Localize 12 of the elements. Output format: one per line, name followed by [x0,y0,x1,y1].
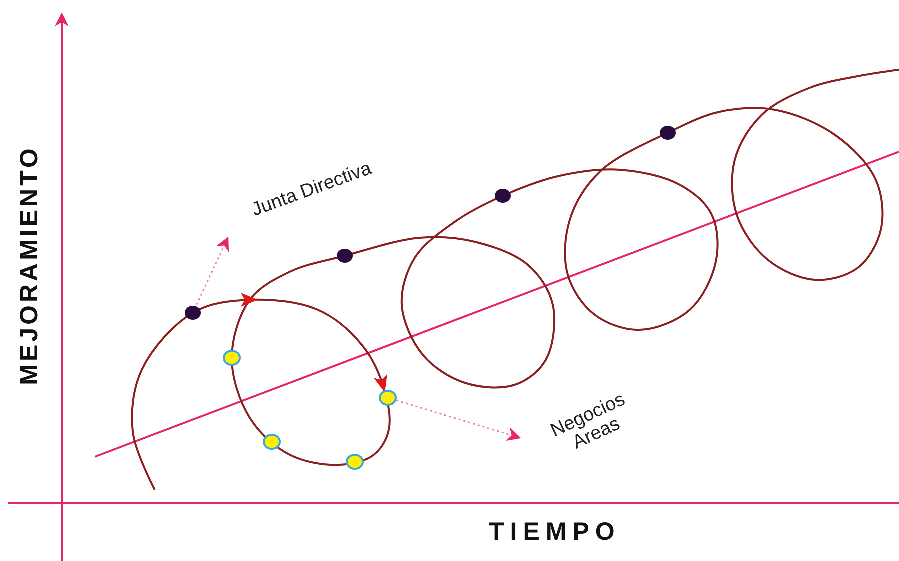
axis-title: MEJORAMIENTO [15,145,44,385]
dot [379,390,397,406]
dot [337,249,353,263]
dot [495,189,511,203]
dot [185,306,201,320]
dot [263,434,281,450]
leader-arrow [396,400,522,442]
axis-title: TIEMPO [489,518,621,546]
leader-arrow [196,236,230,306]
dot [346,454,364,470]
dot [660,126,676,140]
dot [223,350,241,366]
